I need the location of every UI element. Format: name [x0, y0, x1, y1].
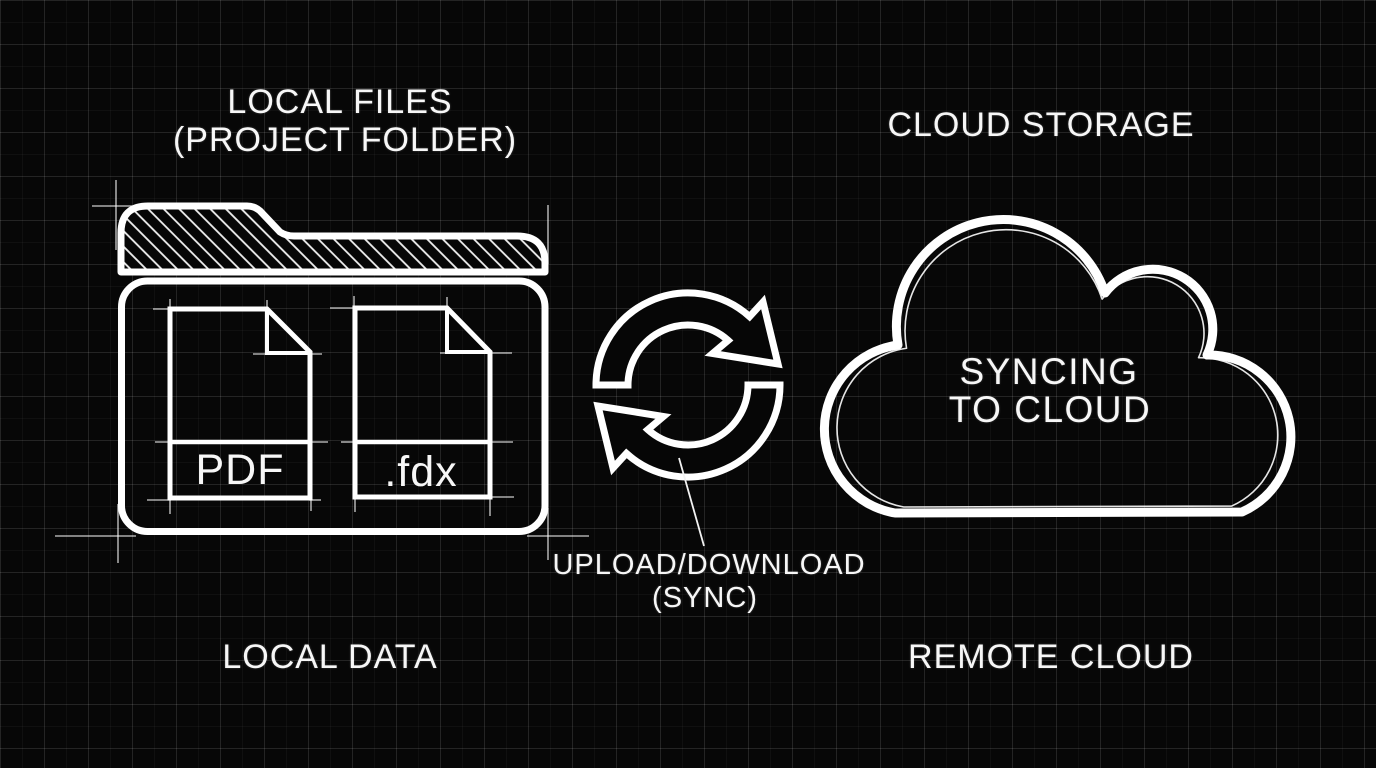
cloud-storage-title: CLOUD STORAGE — [887, 106, 1195, 144]
folded-corner — [445, 310, 489, 354]
pdf-document-icon: PDF — [167, 306, 313, 501]
upload-download-label: UPLOAD/DOWNLOAD — [552, 549, 866, 581]
construction-lines — [55, 180, 589, 563]
folder-icon — [117, 202, 549, 535]
local-files-title: LOCAL FILES — [227, 83, 453, 121]
sync-label: (SYNC) — [652, 582, 758, 614]
folder-body — [118, 277, 549, 535]
leader-line — [678, 457, 705, 547]
fdx-document-icon: .fdx — [352, 305, 493, 500]
cloud-syncing-line: SYNCING — [959, 351, 1139, 392]
document-outline — [167, 306, 313, 501]
sync-arrow-top — [592, 289, 783, 389]
fdx-file-label: .fdx — [384, 448, 457, 496]
cloud-outline — [819, 215, 1296, 518]
remote-cloud-caption: REMOTE CLOUD — [908, 638, 1194, 676]
cloud-to-cloud-line: TO CLOUD — [948, 389, 1152, 430]
pdf-file-label: PDF — [196, 446, 285, 494]
folder-tab-hatch — [117, 202, 549, 276]
sync-arrow-bottom — [593, 381, 784, 481]
project-folder-subtitle: (PROJECT FOLDER) — [172, 121, 518, 159]
sync-arrows-icon — [592, 289, 784, 481]
folded-corner — [265, 310, 309, 355]
document-outline — [352, 305, 493, 500]
local-data-caption: LOCAL DATA — [222, 638, 438, 676]
cloud-icon — [819, 215, 1296, 518]
cloud-inner-line — [836, 228, 1279, 508]
